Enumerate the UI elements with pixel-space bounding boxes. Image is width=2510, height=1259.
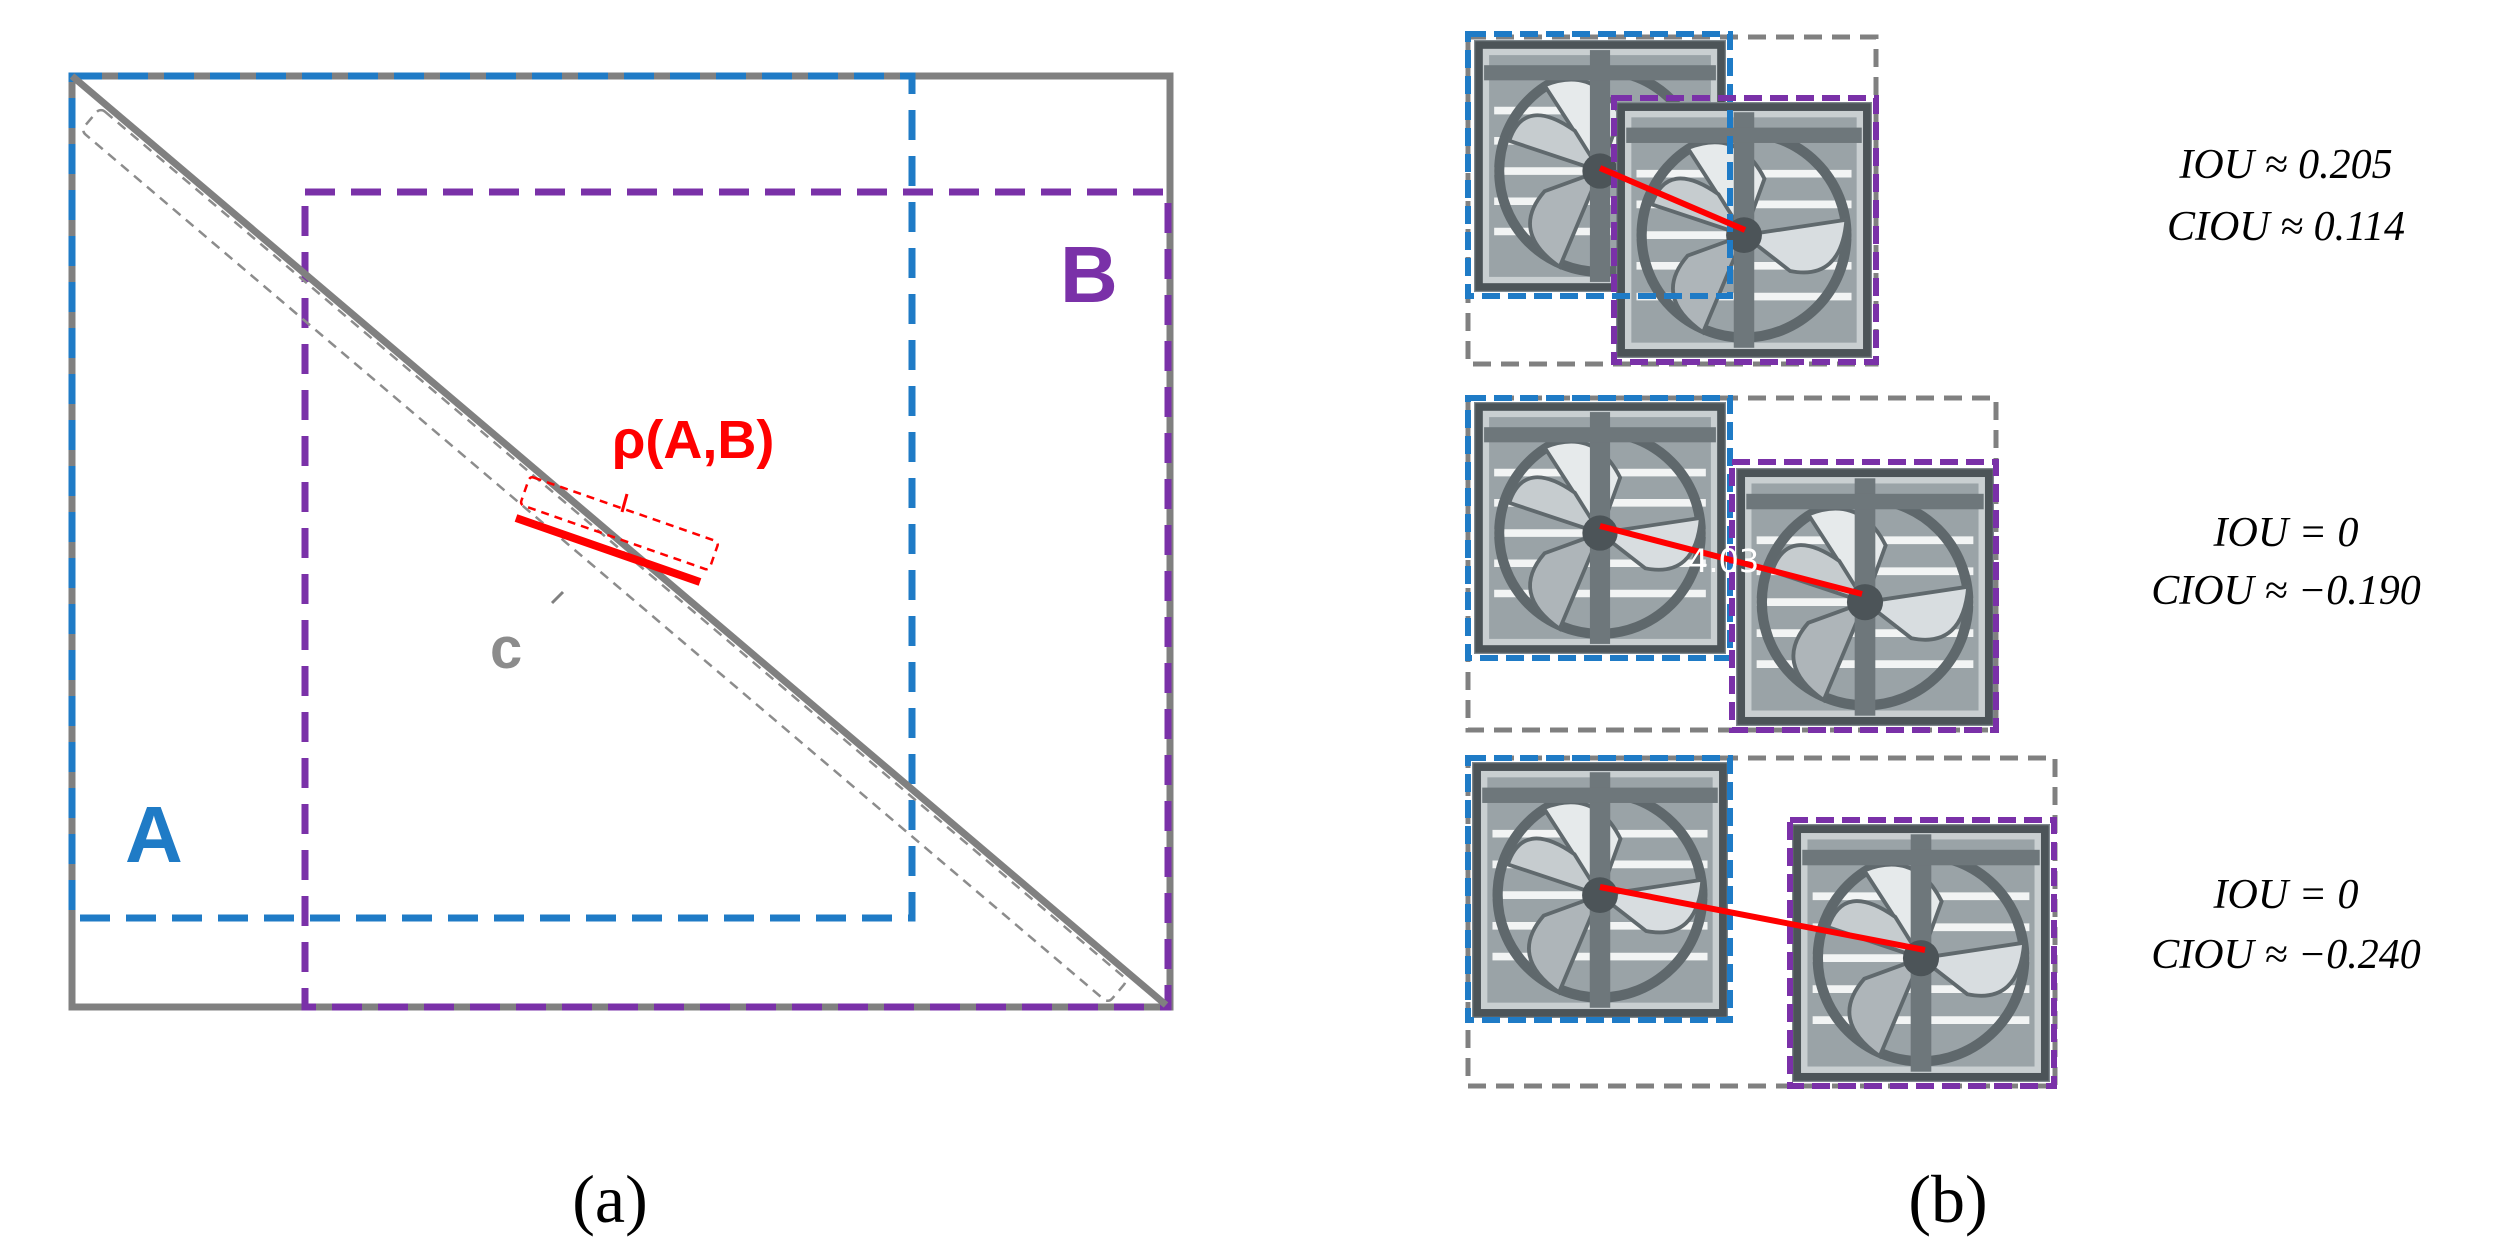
center-distance-line: [1599, 884, 1926, 953]
box-b: [1729, 459, 1999, 733]
box-a: [68, 72, 916, 922]
box-b: [1787, 817, 2057, 1089]
iou-value-3: IOU = 0: [2213, 872, 2359, 918]
center-distance-line: [514, 514, 702, 586]
exhaust-fan-photo-icon: [1792, 824, 2050, 1082]
diagonal-c-bracket: [82, 108, 1127, 1002]
c-bracket-tick: [550, 590, 565, 605]
diagonal-c: [69, 73, 1169, 1008]
label-rho: ρ(A,B): [612, 410, 774, 470]
box-a: [1465, 31, 1733, 299]
example-1: [1465, 31, 1879, 367]
center-distance-line: [1599, 523, 1863, 597]
panel-a: c ρ(A,B) A B (a): [68, 72, 1174, 1237]
distance-value-text: 4.03: [1688, 542, 1759, 580]
iou-value-2: IOU = 0: [2213, 510, 2359, 556]
iou-value-1: IOU ≈ 0.205: [2178, 142, 2392, 188]
ciou-value-3: CIOU ≈ −0.240: [2151, 932, 2421, 978]
example-2: 4.03: [1465, 395, 1999, 733]
exhaust-fan-photo-icon: [1736, 468, 1994, 726]
center-distance-line: [1598, 165, 1747, 233]
ciou-value-2: CIOU ≈ −0.190: [2151, 568, 2421, 614]
label-c: c: [490, 616, 522, 681]
ciou-value-1: CIOU ≈ 0.114: [2167, 204, 2405, 250]
rho-bracket: [519, 476, 719, 571]
caption-a: (a): [572, 1161, 647, 1237]
caption-b: (b): [1908, 1161, 1987, 1237]
label-a: A: [125, 790, 183, 879]
metrics: IOU ≈ 0.205 CIOU ≈ 0.114 IOU = 0 CIOU ≈ …: [2151, 142, 2421, 978]
example-3: [1465, 755, 2058, 1089]
label-b: B: [1060, 230, 1118, 319]
box-a: [1465, 755, 1733, 1023]
box-b: [301, 188, 1172, 1011]
box-b: [1611, 95, 1879, 365]
rho-bracket-tick: [620, 493, 629, 513]
panel-b: 4.03 IOU ≈ 0.205 CIOU ≈ 0.114 IOU = 0 CI…: [1465, 31, 2421, 1237]
